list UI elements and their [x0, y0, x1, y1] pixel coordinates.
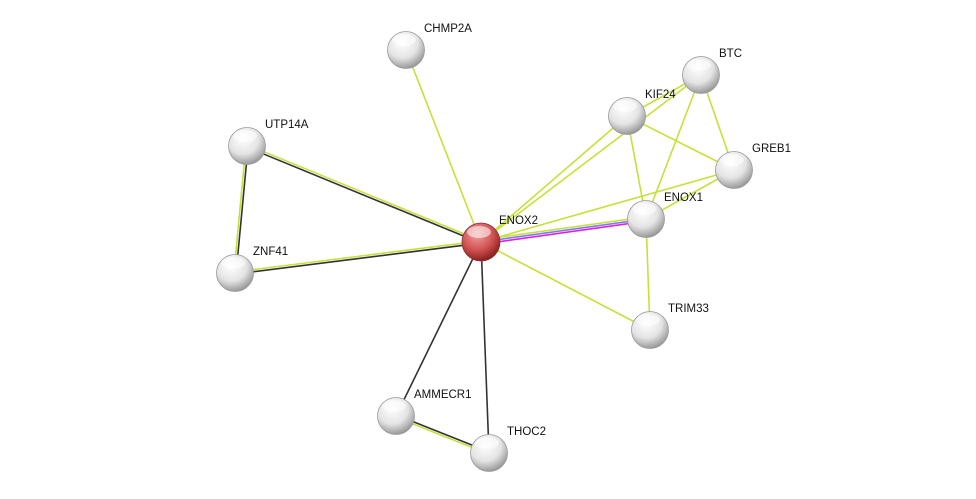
edge-enox2-chmp2a-textmining[interactable] — [405, 49, 482, 243]
edge-enox2-znf41-coexpression[interactable] — [235, 242, 482, 275]
node-highlight — [632, 203, 656, 215]
node-highlight — [720, 154, 744, 166]
node-utp14a[interactable]: UTP14A — [228, 119, 309, 165]
edge-enox2-znf41-textmining[interactable] — [234, 240, 481, 273]
node-highlight — [475, 437, 499, 449]
edge-enox2-greb1-textmining[interactable] — [480, 169, 735, 243]
node-trim33[interactable]: TRIM33 — [631, 303, 709, 349]
edge-enox2-thoc2-coexpression[interactable] — [480, 241, 490, 454]
node-label: UTP14A — [265, 119, 309, 131]
node-thoc2[interactable]: THOC2 — [470, 426, 546, 472]
node-label: ENOX2 — [499, 215, 538, 227]
edge-enox2-utp14a-textmining[interactable] — [247, 144, 482, 242]
node-greb1[interactable]: GREB1 — [715, 143, 792, 189]
node-highlight — [233, 130, 257, 142]
node-highlight — [636, 314, 660, 326]
node-enox2[interactable]: ENOX2 — [461, 215, 538, 262]
edge-enox2-enox1-experiments[interactable] — [481, 220, 647, 245]
node-ammecr1[interactable]: AMMECR1 — [377, 389, 472, 435]
node-znf41[interactable]: ZNF41 — [216, 246, 289, 292]
edge-enox2-enox1-textmining[interactable] — [480, 216, 646, 241]
node-label: ENOX1 — [664, 192, 703, 204]
edge-enox2-enox1-homology[interactable] — [480, 218, 647, 243]
node-highlight — [382, 400, 406, 412]
edge-enox2-btc-textmining[interactable] — [480, 74, 702, 243]
edge-kif24-greb1-textmining[interactable] — [626, 115, 735, 171]
edge-enox2-ammecr1-coexpression[interactable] — [395, 241, 482, 417]
node-label: ZNF41 — [253, 246, 288, 258]
node-kif24[interactable]: KIF24 — [608, 89, 677, 135]
edge-enox2-utp14a-coexpression[interactable] — [246, 146, 481, 244]
node-btc[interactable]: BTC — [682, 48, 743, 94]
node-enox1[interactable]: ENOX1 — [627, 192, 704, 238]
node-label: TRIM33 — [668, 303, 709, 315]
node-label: GREB1 — [752, 143, 791, 155]
node-highlight — [392, 34, 416, 46]
node-highlight — [467, 226, 491, 238]
node-highlight — [687, 59, 711, 71]
node-label: CHMP2A — [424, 23, 472, 35]
node-chmp2a[interactable]: CHMP2A — [387, 23, 473, 69]
node-label: AMMECR1 — [414, 389, 472, 401]
node-highlight — [221, 257, 245, 269]
edge-utp14a-znf41-textmining[interactable] — [233, 145, 247, 273]
node-label: THOC2 — [507, 426, 546, 438]
node-label: BTC — [719, 48, 742, 60]
edge-enox2-trim33-textmining[interactable] — [480, 241, 651, 331]
edge-enox2-kif24-textmining[interactable] — [480, 115, 628, 243]
node-label: KIF24 — [645, 89, 676, 101]
edge-utp14a-znf41-coexpression[interactable] — [235, 146, 249, 274]
edge-btc-enox1-textmining[interactable] — [645, 74, 702, 220]
node-highlight — [613, 100, 637, 112]
